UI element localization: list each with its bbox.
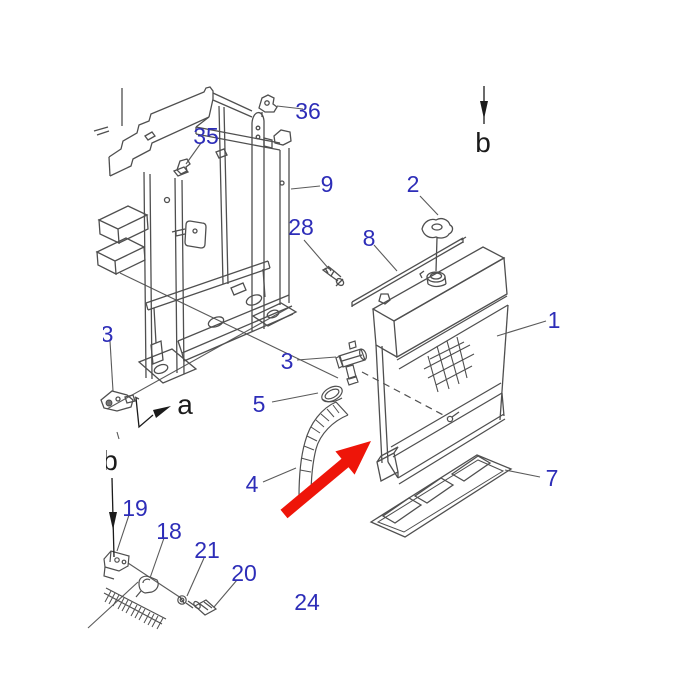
- callout-18: 18: [156, 518, 182, 544]
- callout-28: 28: [288, 214, 314, 240]
- callout-9: 9: [321, 171, 334, 197]
- mounting-pad: [369, 454, 513, 538]
- support-frame: [93, 86, 345, 412]
- view-marker-lines: [109, 86, 488, 558]
- callout-4: 4: [246, 471, 259, 497]
- callout-20: 20: [231, 560, 257, 586]
- view-marker-labels: b a b: [102, 127, 491, 476]
- callout-35: 35: [193, 123, 219, 149]
- view-marker-b-top: b: [475, 127, 491, 158]
- drain-valve-and-hose: [298, 340, 367, 499]
- callout-leader-lines: [116, 105, 547, 608]
- callout-3-partial: 3: [101, 321, 114, 347]
- callout-8: 8: [363, 225, 376, 251]
- callout-19: 19: [122, 495, 148, 521]
- radiator-core-parts: [103, 550, 218, 630]
- radiator-assembly: [351, 218, 509, 485]
- callout-2: 2: [407, 171, 420, 197]
- callout-labels: 1 2 3 4 5 7 8 9 18 19 20 21 24 28 35 36 …: [101, 98, 561, 615]
- callout-24: 24: [294, 589, 320, 615]
- view-marker-a: a: [177, 389, 193, 420]
- callout-1: 1: [548, 307, 561, 333]
- edge-crop-masks: [94, 322, 106, 474]
- callout-21: 21: [194, 537, 220, 563]
- red-arrow: [280, 441, 371, 519]
- callout-7: 7: [546, 465, 559, 491]
- callout-36: 36: [295, 98, 321, 124]
- callout-5: 5: [253, 391, 266, 417]
- callout-3: 3: [281, 348, 294, 374]
- view-marker-b-bottom-partial: b: [102, 445, 118, 476]
